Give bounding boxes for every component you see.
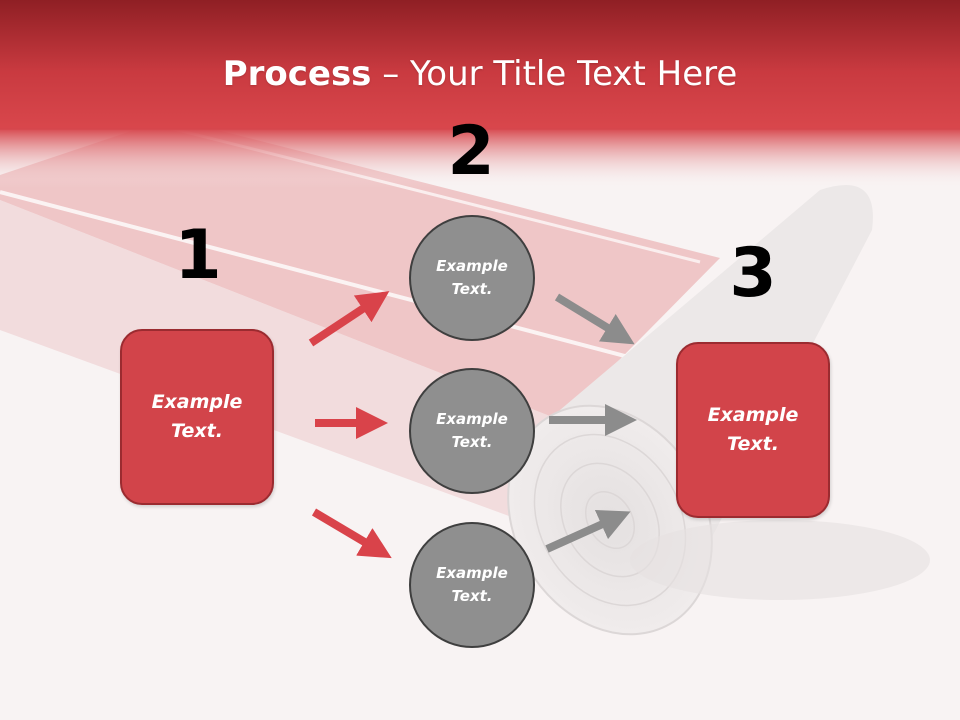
node-middle-label-line2: Text. xyxy=(451,433,493,451)
title-bold: Process xyxy=(222,54,372,94)
node-bottom-label-line1: Example xyxy=(436,564,508,582)
arrow-gray-down xyxy=(554,293,635,345)
step-1-label-line2: Text. xyxy=(171,420,223,442)
step-3-box: Example Text. xyxy=(676,342,830,518)
step-1-box: Example Text. xyxy=(120,329,274,505)
step-2-node-middle: Example Text. xyxy=(409,368,535,494)
slide-title: Process – Your Title Text Here xyxy=(0,52,960,96)
step-number-2: 2 xyxy=(447,112,495,191)
step-3-label-line2: Text. xyxy=(727,433,779,455)
step-number-1: 1 xyxy=(174,216,222,295)
step-2-node-top: Example Text. xyxy=(409,215,535,341)
node-top-label-line2: Text. xyxy=(451,280,493,298)
step-3-label-line1: Example xyxy=(707,404,799,426)
arrow-red-up xyxy=(308,291,390,347)
node-middle-label-line1: Example xyxy=(436,410,508,428)
arrow-gray-up xyxy=(545,509,631,553)
step-1-label-line1: Example xyxy=(151,391,243,413)
title-rest: – Your Title Text Here xyxy=(371,54,738,94)
step-2-node-bottom: Example Text. xyxy=(409,522,535,648)
step-number-3: 3 xyxy=(729,234,777,313)
node-top-label-line1: Example xyxy=(436,257,508,275)
arrow-red-down xyxy=(311,508,392,559)
node-bottom-label-line2: Text. xyxy=(451,587,493,605)
